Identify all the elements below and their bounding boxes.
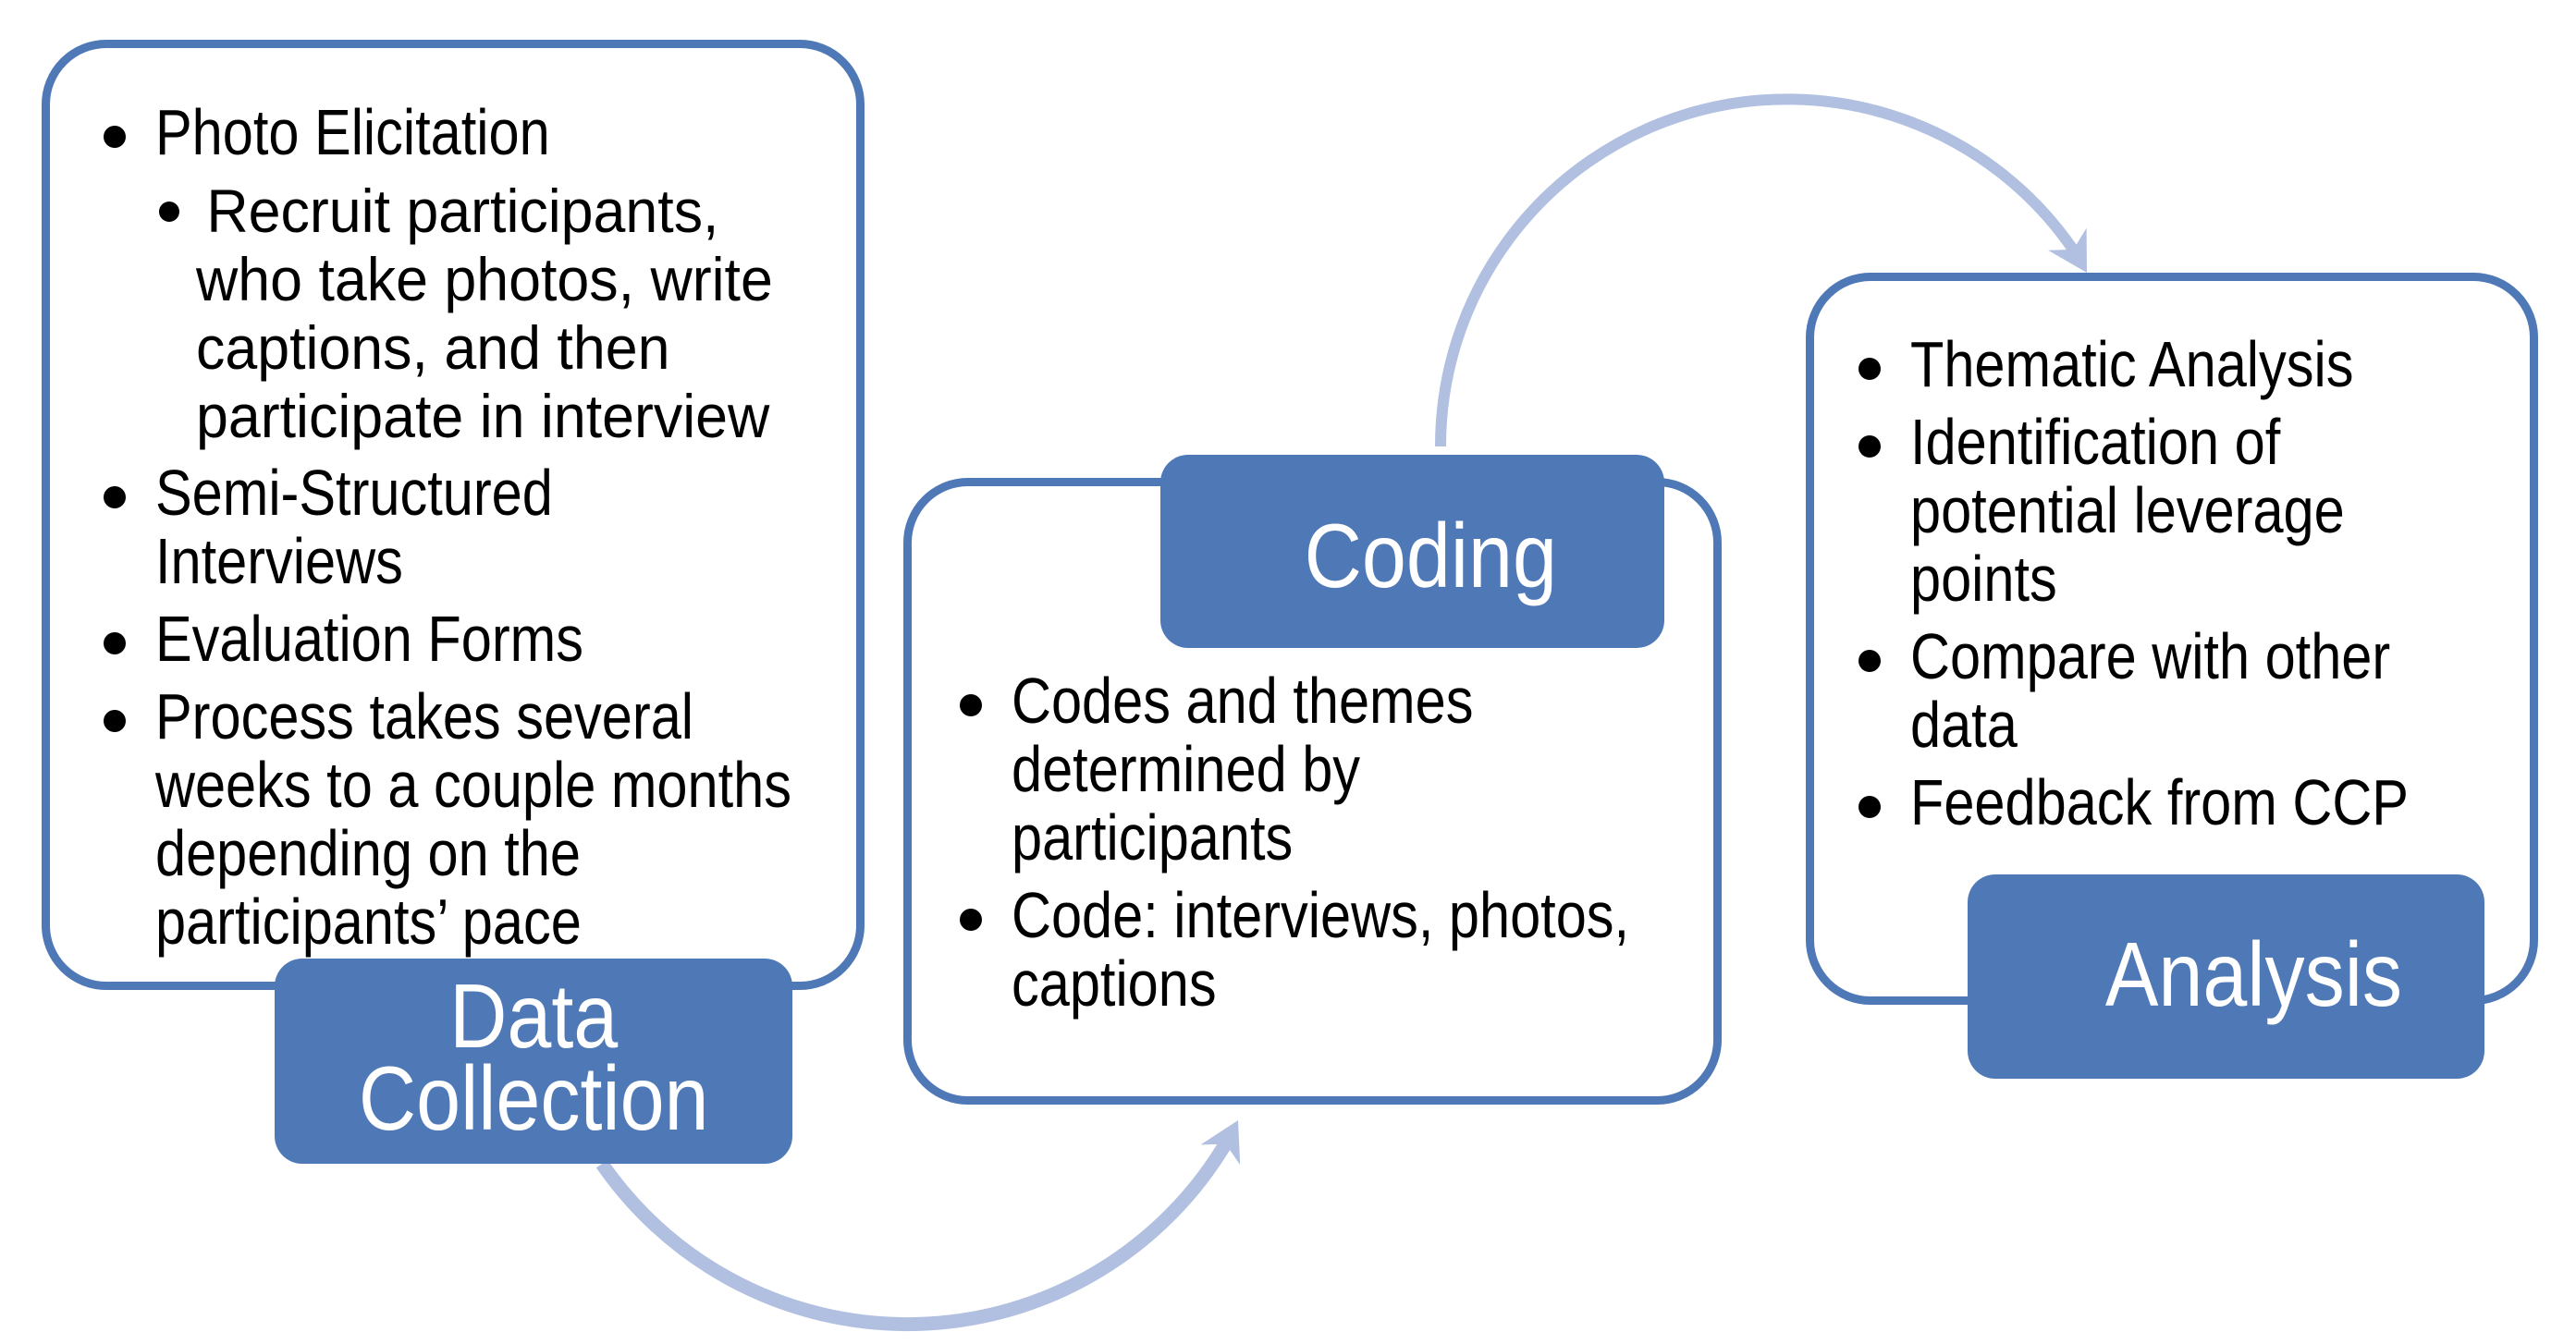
arrow-head-upper: [2048, 227, 2087, 273]
bullet-dot: [960, 694, 982, 716]
stage-label-data-collection: Data Collection: [275, 959, 792, 1164]
bullet-text: Identification of potential leverage poi…: [1910, 406, 2345, 615]
bullet-dot: [104, 710, 126, 732]
bullet-item: Recruit participants, who take photos, w…: [96, 177, 1306, 450]
stage-label-text: Coding: [1304, 505, 1558, 606]
stage-label-analysis: Analysis: [1968, 874, 2484, 1079]
arrow-shaft-upper: [1434, 93, 2080, 447]
bullet-dot: [104, 126, 126, 148]
bullet-item: Process takes several weeks to a couple …: [96, 682, 1306, 956]
bullet-text: Thematic Analysis: [1910, 328, 2354, 400]
bullet-item: Semi-Structured Interviews: [96, 458, 1306, 595]
bullet-text: Codes and themes determined by participa…: [1012, 665, 1474, 874]
bullet-item: Compare with other data: [1851, 622, 2576, 759]
bullet-item: Identification of potential leverage poi…: [1851, 408, 2576, 613]
bullet-dot: [104, 632, 126, 654]
bullet-item: Thematic Analysis: [1851, 330, 2576, 398]
bullet-text: Evaluation Forms: [155, 603, 583, 675]
arrow-data-collection-to-coding: [595, 1120, 1241, 1332]
bullet-dot: [1858, 435, 1881, 458]
arrow-head-lower: [1200, 1120, 1241, 1166]
bullet-text: Photo Elicitation: [155, 96, 550, 168]
bullet-text: Code: interviews, photos, captions: [1012, 879, 1630, 1020]
stage-label-coding: Coding: [1160, 455, 1664, 648]
bullet-dot: [960, 909, 982, 931]
bullet-text: Process takes several weeks to a couple …: [155, 680, 791, 958]
bullet-list-analysis: Thematic Analysis Identification of pote…: [1851, 330, 2576, 837]
bullet-dot: [1858, 650, 1881, 672]
bullet-item: Feedback from CCP: [1851, 768, 2576, 837]
bullet-item: Photo Elicitation: [96, 98, 1306, 166]
bullet-text: Semi-Structured Interviews: [155, 457, 553, 597]
stage-label-text: Data Collection: [358, 965, 709, 1149]
bullet-text: Recruit participants, who take photos, w…: [196, 177, 773, 450]
bullet-text: Compare with other data: [1910, 620, 2391, 761]
bullet-item: Code: interviews, photos, captions: [952, 881, 2121, 1018]
bullet-text: Feedback from CCP: [1910, 766, 2409, 838]
bullet-dot: [159, 202, 179, 222]
bullet-item: Codes and themes determined by participa…: [952, 666, 2121, 872]
stage-box-data-collection: [42, 40, 865, 990]
bullet-dot: [1858, 358, 1881, 380]
bullet-list-data-collection: Photo Elicitation Recruit participants, …: [96, 98, 1306, 956]
stage-label-text: Analysis: [2104, 923, 2403, 1025]
arrow-coding-to-analysis: [1434, 93, 2087, 447]
bullet-item: Evaluation Forms: [96, 605, 1306, 673]
bullet-list-coding: Codes and themes determined by participa…: [952, 666, 2121, 1018]
bullet-dot: [1858, 796, 1881, 818]
arrow-shaft-lower: [595, 1136, 1234, 1332]
bullet-dot: [104, 486, 126, 508]
